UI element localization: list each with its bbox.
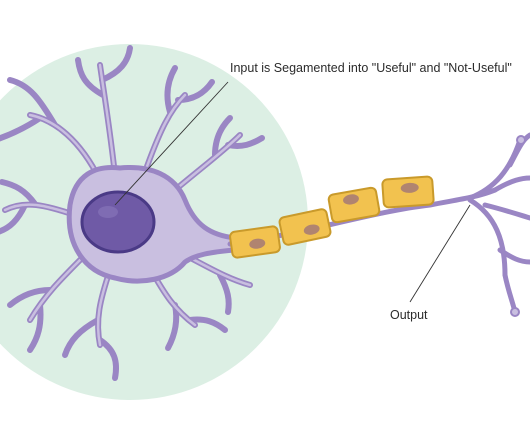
terminal-bouton (510, 307, 520, 317)
myelin-segment (229, 225, 281, 259)
input-label: Input is Segamented into "Useful" and "N… (230, 61, 512, 75)
myelin-sheath-icon (229, 175, 435, 259)
terminal-bouton (516, 135, 526, 145)
nucleus-icon (80, 190, 156, 254)
input-leader-line (114, 81, 229, 206)
output-leader-line (409, 204, 471, 303)
myelin-segment (327, 186, 381, 224)
myelin-segment (381, 175, 435, 209)
axon-terminals (467, 132, 530, 315)
output-label: Output (390, 308, 428, 322)
myelin-segment (278, 208, 332, 246)
